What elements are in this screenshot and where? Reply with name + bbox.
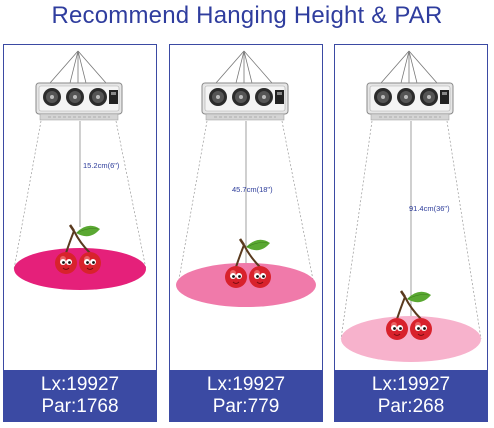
lux-value: Lx:19927 <box>371 374 451 395</box>
grow-light-icon <box>366 50 454 121</box>
lux-value: Lx:19927 <box>206 374 286 395</box>
light-cone-left <box>177 120 208 286</box>
light-cone-right <box>115 120 147 270</box>
stats-footer: Lx:19927 Par:1768 <box>4 370 156 421</box>
light-cone-right <box>281 120 315 286</box>
light-footprint-disk <box>14 248 146 290</box>
panel-2-scene: 45.7cm(18") <box>176 50 316 307</box>
light-footprint-disk <box>341 316 481 362</box>
grow-light-icon <box>35 50 123 121</box>
height-label: 91.4cm(36") <box>409 204 450 213</box>
page-title: Recommend Hanging Height & PAR <box>51 2 443 29</box>
height-label: 45.7cm(18") <box>232 185 273 194</box>
panel-1-scene: 15.2cm(6") <box>13 50 147 290</box>
par-value: Par:1768 <box>41 396 119 417</box>
par-value: Par:268 <box>377 396 445 417</box>
panel-height-3: 91.4cm(36") Lx:19927 Par:268 <box>334 44 488 422</box>
panel-3-scene: 91.4cm(36") <box>340 50 482 362</box>
lux-value: Lx:19927 <box>40 374 120 395</box>
panel-height-2: 45.7cm(18") Lx:19927 Par:779 <box>169 44 323 422</box>
height-label: 15.2cm(6") <box>83 161 120 170</box>
light-cone-left <box>340 120 373 340</box>
stats-footer: Lx:19927 Par:779 <box>170 370 322 421</box>
panel-height-1: 15.2cm(6") Lx:19927 Par:1768 <box>3 44 157 422</box>
par-value: Par:779 <box>212 396 280 417</box>
grow-light-icon <box>201 50 289 121</box>
stats-footer: Lx:19927 Par:268 <box>335 370 487 421</box>
light-cone-left <box>13 120 42 270</box>
light-cone-right <box>446 120 482 340</box>
light-footprint-disk <box>176 263 316 307</box>
